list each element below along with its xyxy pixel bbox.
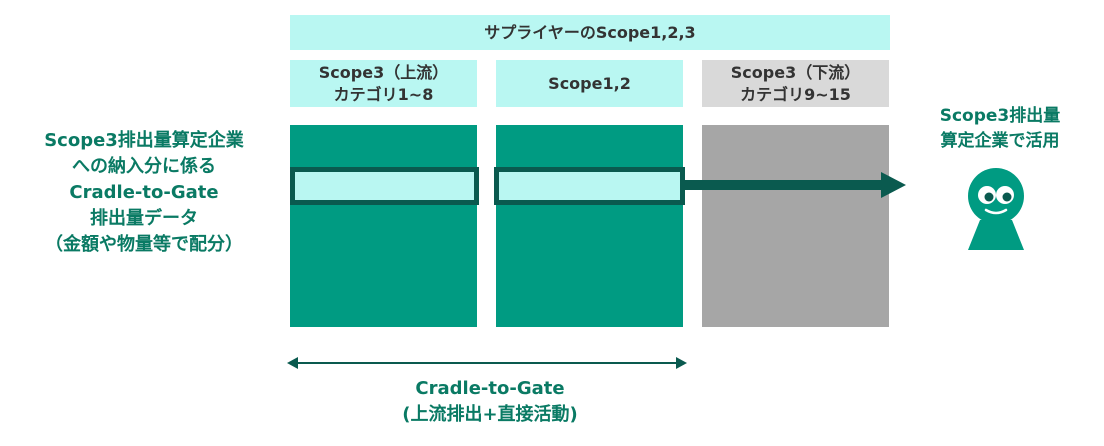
flow-arrow (683, 172, 906, 198)
column-body-upstream (290, 125, 477, 327)
left-label-line: 排出量データ (90, 208, 198, 229)
left-label: Scope3排出量算定企業 への納入分に係る Cradle-to-Gate 排出… (18, 128, 270, 258)
left-label-line: Cradle-to-Gate (69, 182, 219, 203)
left-label-line: （金額や物量等で配分） (45, 234, 243, 255)
bottom-label: Cradle-to-Gate (上流排出+直接活動) (330, 376, 650, 428)
left-label-line: への納入分に係る (72, 156, 216, 177)
right-label: Scope3排出量 算定企業で活用 (910, 104, 1090, 154)
column-body-scope12 (496, 125, 683, 327)
column-header-downstream-line2: カテゴリ9~15 (740, 84, 851, 104)
column-header-downstream-line1: Scope3（下流） (730, 62, 861, 82)
right-label-line: Scope3排出量 (939, 106, 1061, 126)
top-header-text: サプライヤーのScope1,2,3 (484, 22, 696, 42)
bottom-label-line: Cradle-to-Gate (415, 378, 565, 399)
column-header-scope12-line1: Scope1,2 (548, 73, 631, 93)
column-header-downstream: Scope3（下流） カテゴリ9~15 (702, 60, 889, 107)
column-header-upstream: Scope3（上流） カテゴリ1~8 (290, 60, 477, 107)
highlight-band-scope12 (494, 167, 685, 205)
left-label-line: Scope3排出量算定企業 (44, 130, 244, 151)
right-label-line: 算定企業で活用 (940, 131, 1060, 151)
column-header-upstream-line1: Scope3（上流） (318, 62, 449, 82)
column-header-scope12: Scope1,2 (496, 60, 683, 107)
top-header: サプライヤーのScope1,2,3 (290, 15, 890, 50)
highlight-band-upstream (290, 167, 479, 205)
bottom-label-line: (上流排出+直接活動) (402, 404, 578, 425)
column-body-downstream (702, 125, 889, 327)
mascot-character-icon (968, 168, 1024, 250)
column-header-upstream-line2: カテゴリ1~8 (333, 84, 434, 104)
cradle-to-gate-span-arrow (287, 357, 687, 369)
